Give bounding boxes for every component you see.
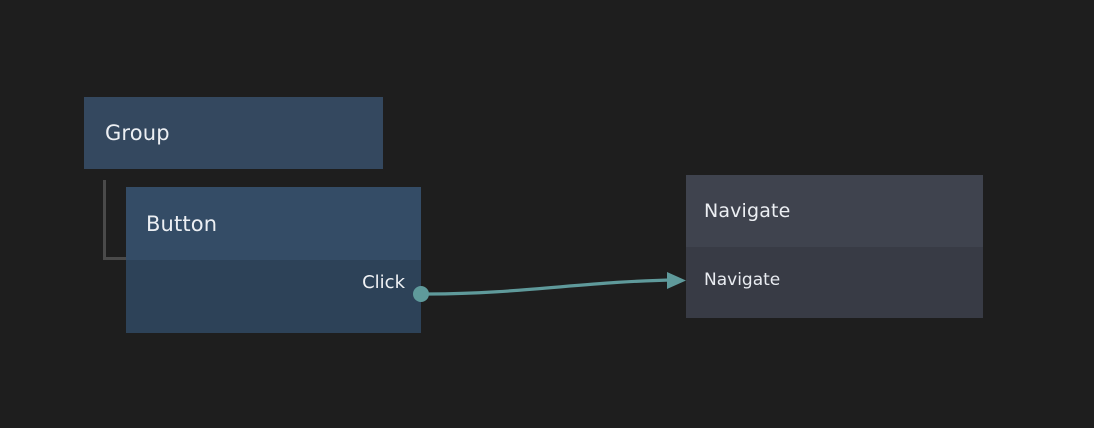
node-navigate-body: Navigate: [686, 247, 983, 318]
node-button-body: Click: [126, 260, 421, 333]
node-navigate-header[interactable]: Navigate: [686, 175, 983, 247]
connection-arrowhead: [667, 272, 686, 289]
port-row-click[interactable]: Click: [362, 260, 405, 304]
node-group[interactable]: Group: [84, 97, 383, 169]
node-group-header[interactable]: Group: [84, 97, 383, 169]
node-group-title: Group: [105, 121, 170, 145]
node-button[interactable]: Button Click: [126, 187, 421, 333]
port-label-click: Click: [362, 271, 405, 293]
port-label-navigate: Navigate: [704, 270, 781, 290]
node-button-header[interactable]: Button: [126, 187, 421, 260]
connection-curve: [427, 278, 678, 296]
port-row-navigate[interactable]: Navigate: [704, 265, 780, 295]
hierarchy-bracket: [103, 180, 126, 260]
output-port-click[interactable]: [413, 286, 429, 302]
node-navigate[interactable]: Navigate Navigate: [686, 175, 983, 318]
node-navigate-title: Navigate: [704, 200, 791, 222]
node-button-title: Button: [146, 211, 218, 236]
